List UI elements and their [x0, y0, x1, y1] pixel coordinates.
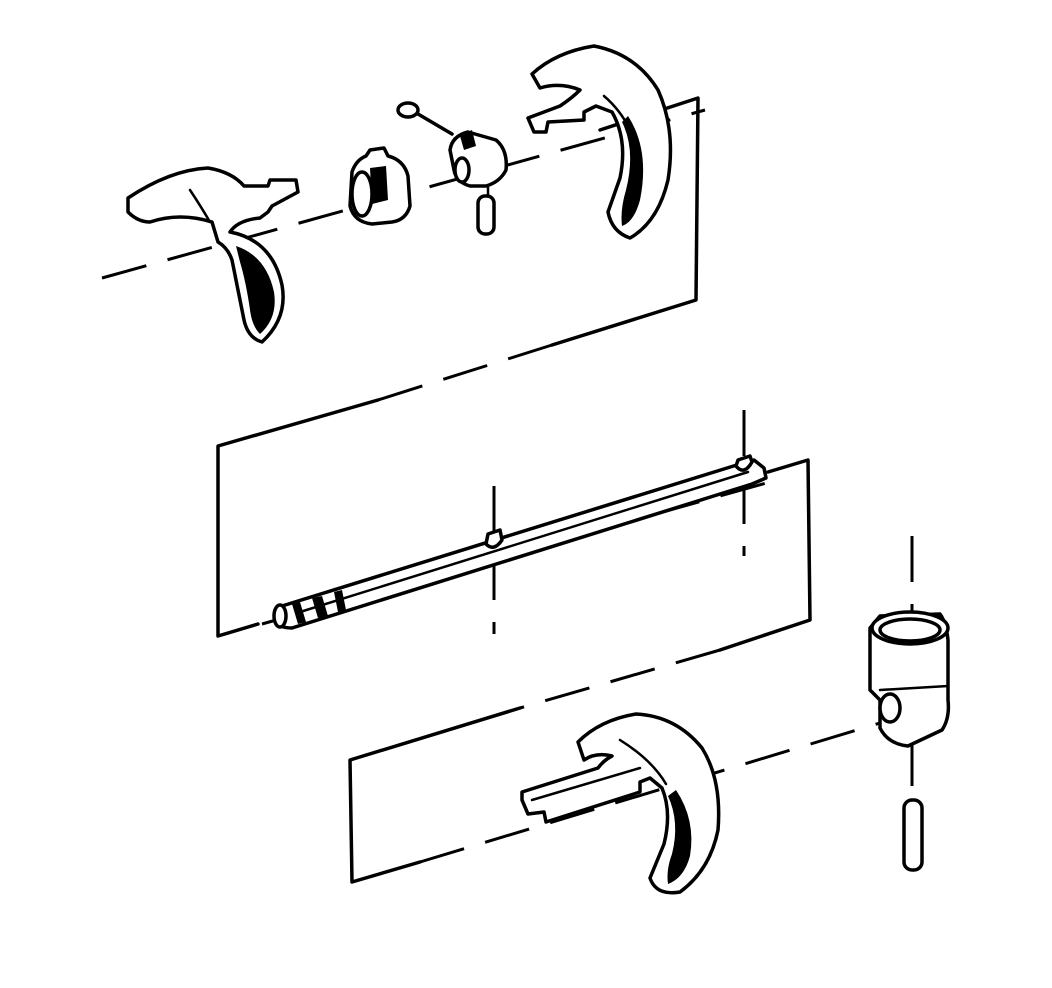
upper-fork-left-edge	[188, 188, 212, 224]
lower-fork-inner-edge	[618, 738, 668, 786]
upper-ring-pin	[476, 184, 496, 236]
lower-fork-arm-edge	[530, 766, 642, 802]
middle-plane-right-outline	[718, 458, 812, 652]
lower-pin-body	[902, 798, 924, 872]
upper-fork-right-shading	[621, 116, 644, 226]
upper-pin-body	[476, 194, 496, 236]
lower-block-side-bore	[878, 692, 902, 724]
middle-plane-left-outline	[216, 398, 380, 638]
upper-lug-bore	[453, 156, 471, 184]
upper-fork-left-shading	[236, 246, 275, 334]
upper-sleeve-bore	[350, 170, 374, 218]
upper-synchro-sleeve	[348, 146, 412, 226]
upper-assembly-plane	[101, 96, 706, 402]
shift-rail-groove-2	[312, 596, 328, 618]
lower-block-edge	[878, 684, 950, 692]
lower-plane-left-outline	[348, 706, 522, 884]
lower-fork-body	[520, 712, 721, 895]
upper-sleeve-shading	[370, 166, 388, 204]
upper-fork-right-inner-edge	[602, 94, 642, 162]
lower-fork-shading	[667, 790, 692, 884]
lower-axis-line	[419, 718, 891, 864]
upper-fork-right-body	[526, 44, 673, 240]
shift-rail-right-notch	[734, 454, 754, 472]
upper-lug-ring-stem	[416, 112, 454, 136]
lower-fork	[520, 712, 721, 895]
upper-fork-left-body	[126, 166, 300, 344]
upper-fork-right	[526, 44, 673, 240]
shift-rail-highlight	[298, 470, 750, 614]
shift-rail-center-notch	[484, 528, 504, 549]
lower-assembly-plane	[348, 536, 914, 884]
shift-rail-groove-3	[334, 590, 346, 612]
lower-shift-block	[868, 610, 951, 748]
shift-rail-end	[272, 603, 288, 629]
upper-to-middle-connector	[377, 343, 553, 402]
shift-rail-groove-1	[292, 602, 306, 624]
upper-fork-left	[126, 166, 300, 344]
middle-to-lower-connector	[519, 648, 721, 710]
lower-block-top-bore	[878, 617, 942, 643]
shift-rail	[272, 454, 768, 630]
lower-roll-pin	[902, 798, 924, 872]
upper-lug-shading	[460, 130, 476, 150]
upper-shift-lug	[396, 101, 509, 188]
upper-lug-ring	[396, 101, 420, 119]
